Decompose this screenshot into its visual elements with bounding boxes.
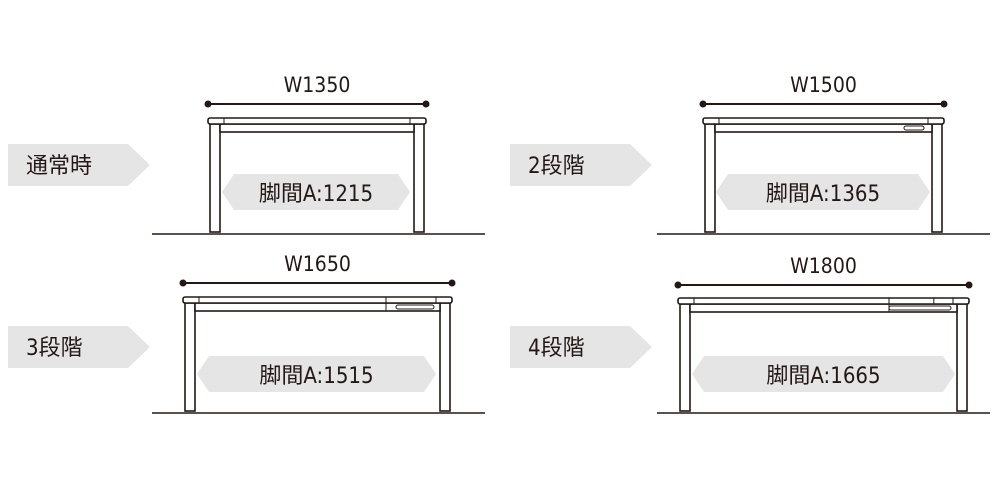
leg-span-arrow <box>692 356 955 392</box>
stage-label: 2段階 <box>528 154 585 179</box>
width-label: W1800 <box>790 254 857 278</box>
panel-1: 通常時 W1350 脚間A:1215 <box>8 73 485 235</box>
stage-label-arrow <box>8 326 150 368</box>
dimension-end-dot <box>179 279 187 287</box>
stage-label: 4段階 <box>528 336 585 361</box>
panel-2: 2段階 W1500 脚間A:1365 <box>510 73 990 235</box>
width-label: W1350 <box>284 73 351 97</box>
table-top <box>677 297 970 305</box>
panel-4: 4段階 W1800 脚間A:1665 <box>510 254 990 414</box>
table-leg <box>679 303 691 412</box>
stage-label: 通常時 <box>26 154 92 179</box>
width-label: W1650 <box>284 252 351 276</box>
stage-label-arrow <box>510 144 652 186</box>
dimension-end-dot <box>940 100 948 108</box>
stage-label-arrow <box>510 326 652 368</box>
leg-span-label: 脚間A:1515 <box>259 364 373 389</box>
table-drawing <box>702 117 945 233</box>
table-leg <box>209 123 221 233</box>
table-apron <box>219 123 415 133</box>
extension-rail <box>903 125 925 131</box>
stage-label: 3段階 <box>26 336 83 361</box>
panel-3: 3段階 W1650 脚間A:1515 <box>8 252 485 414</box>
table-drawing <box>207 117 427 233</box>
dimension-end-dot <box>448 279 456 287</box>
leg-span-arrow <box>222 174 410 210</box>
dimension-end-dot <box>674 281 682 289</box>
table-leg <box>439 302 451 412</box>
leg-span-label: 脚間A:1365 <box>766 182 880 207</box>
width-label: W1500 <box>790 73 857 97</box>
table-leg <box>184 302 196 412</box>
table-leg <box>704 123 716 233</box>
table-leg <box>931 123 943 233</box>
extension-rail <box>888 305 952 311</box>
leg-span-label: 脚間A:1215 <box>259 182 373 207</box>
dimension-end-dot <box>965 281 973 289</box>
table-leg <box>956 303 968 412</box>
table-drawing <box>677 297 970 412</box>
leg-span-arrow <box>716 174 930 210</box>
table-top <box>702 117 945 125</box>
table-drawing <box>182 296 453 412</box>
extension-rail <box>395 304 435 310</box>
table-top <box>207 117 427 125</box>
dimension-end-dot <box>422 100 430 108</box>
table-top <box>182 296 453 304</box>
table-leg <box>413 123 425 233</box>
leg-span-arrow <box>197 356 436 392</box>
dimension-end-dot <box>204 100 212 108</box>
dimension-end-dot <box>699 100 707 108</box>
table-apron <box>714 123 933 133</box>
stage-label-arrow <box>8 144 150 186</box>
leg-span-label: 脚間A:1665 <box>766 364 880 389</box>
